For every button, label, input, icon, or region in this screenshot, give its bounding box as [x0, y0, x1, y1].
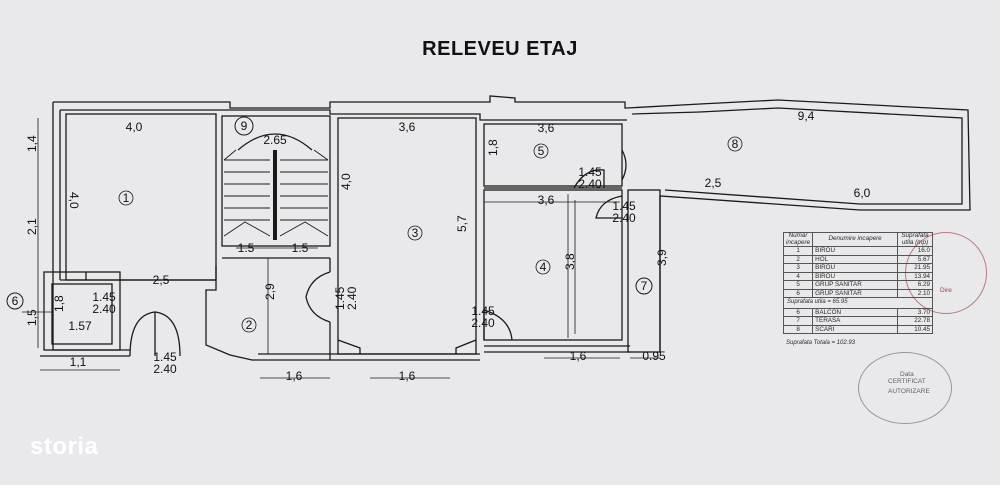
legend-subtotal: Suprafata utila = 65.95: [783, 297, 933, 309]
door-label: 1.45: [333, 286, 347, 310]
storia-logo: storia: [30, 433, 99, 460]
room-9-marker: [234, 116, 254, 136]
door-label: 2.40: [471, 316, 495, 330]
outer-wall-top: [53, 95, 627, 109]
room-6-marker: [6, 292, 24, 310]
door-label: 2.40: [153, 362, 177, 376]
door-label: 1.45: [471, 304, 495, 318]
dim-label: 9,4: [798, 109, 815, 123]
dim-label: 2,5: [153, 273, 170, 287]
admin-stamp: [858, 352, 952, 424]
door-entry-right: [154, 311, 181, 357]
dim-label: 4,0: [126, 120, 143, 134]
dim-label: 3,6: [399, 120, 416, 134]
room-6-number: 6: [12, 294, 19, 308]
door-label: 2.40: [612, 211, 636, 225]
dim-label: 2.65: [263, 133, 287, 147]
dim-label: 1.5: [238, 241, 255, 255]
door-label: 1.45: [612, 199, 636, 213]
dim-label: 3,8: [563, 253, 577, 270]
door-room-4b: [595, 195, 623, 219]
door-room-5: [573, 169, 605, 189]
stair-steps: [223, 149, 329, 237]
door-hall-3: [305, 271, 331, 323]
legend-total: Suprafata Totala = 102.93: [786, 340, 855, 346]
room-8-marker: [727, 136, 743, 152]
dim-label: 1.5: [292, 241, 309, 255]
door-label: 1.45: [578, 165, 602, 179]
dim-label: 1,6: [570, 349, 587, 363]
agency-stamp-text: Dire: [940, 287, 952, 294]
room-4-outline: [483, 189, 623, 341]
room-3-marker: [407, 225, 423, 241]
room-3-number: 3: [412, 226, 419, 240]
room-4-marker: [535, 259, 551, 275]
dim-label: 1,5: [25, 309, 39, 326]
dim-label: 4,0: [339, 173, 353, 190]
outer-wall-top-inner: [60, 109, 627, 121]
door-label: 2.40: [92, 302, 116, 316]
dim-label: 1,1: [70, 355, 87, 369]
legend-header: Denumire incapere: [812, 232, 898, 247]
dim-label: 0.95: [642, 349, 666, 363]
room-4-number: 4: [540, 260, 547, 274]
agency-stamp: [905, 232, 987, 314]
plan-title: RELEVEU ETAJ: [422, 38, 578, 60]
door-label: 2.40: [345, 286, 359, 310]
dim-label: 1,4: [25, 135, 39, 152]
dim-label: 2,1: [25, 218, 39, 235]
dim-label: 1.57: [68, 319, 92, 333]
dim-label: 4,0: [67, 192, 81, 209]
stair-arc: [237, 133, 313, 151]
hall-left-wall: [205, 266, 258, 361]
room-9-number: 9: [241, 119, 248, 133]
room-8-number: 8: [732, 137, 739, 151]
room-2-number: 2: [246, 318, 253, 332]
room-8-outline: [626, 99, 971, 352]
room-2-marker: [241, 317, 257, 333]
room-5-number: 5: [538, 144, 545, 158]
door-entry-left: [129, 311, 156, 357]
dim-label: 2,5: [705, 176, 722, 190]
admin-stamp-autor: AUTORIZARE: [888, 388, 930, 395]
door-label: 1.45: [92, 290, 116, 304]
door-label: 1.45: [153, 350, 177, 364]
room-9-outline: [221, 115, 331, 247]
room-7-number: 7: [641, 279, 648, 293]
dim-label: 3,6: [538, 193, 555, 207]
legend-header: Numar incapere: [782, 232, 814, 247]
door-label: 2.40: [578, 177, 602, 191]
dim-label: 1,6: [399, 369, 416, 383]
room-1-marker: [118, 190, 134, 206]
door-room-4: [483, 309, 513, 341]
room-5-marker: [533, 143, 549, 159]
dim-label: 1,8: [52, 295, 66, 312]
dim-label: 3,9: [655, 249, 669, 266]
dim-label: 1,6: [286, 369, 303, 383]
room-1-number: 1: [123, 191, 130, 205]
dim-label: 3,6: [538, 121, 555, 135]
room-1-outline: [65, 113, 217, 281]
dim-label: 2,9: [263, 283, 277, 300]
admin-stamp-cert: CERTIFICAT: [888, 378, 926, 385]
room-5-outline: [483, 123, 623, 187]
admin-stamp-data: Data: [900, 371, 914, 378]
room-7-marker: [635, 277, 653, 295]
room-3-outline: [337, 117, 477, 355]
dim-label: 5,7: [455, 215, 469, 232]
dim-label: 1,8: [486, 139, 500, 156]
dim-label: 6,0: [854, 186, 871, 200]
